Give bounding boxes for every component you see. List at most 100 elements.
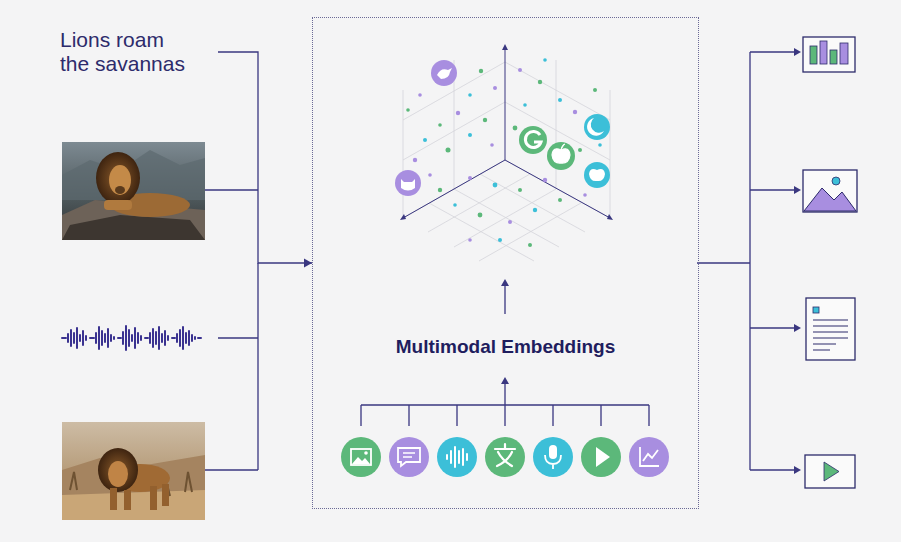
image-icon (804, 188, 856, 211)
inner-arrowheads (501, 279, 509, 384)
embedding-icons (519, 126, 547, 154)
embedding-dots (558, 98, 562, 102)
embedding-dots (456, 111, 460, 115)
input-wires (205, 190, 258, 470)
modality-icons (389, 437, 429, 477)
embedding-icons (547, 142, 575, 170)
embedding-icons (589, 169, 605, 181)
embedding-dots (423, 138, 427, 142)
embedding-dots (533, 208, 537, 212)
embedding-dots (446, 148, 451, 153)
embedding-dots (438, 188, 442, 192)
lion-photo (108, 461, 128, 487)
embedding-dots (468, 133, 472, 137)
modality-icons (437, 437, 477, 477)
lion-photo (62, 422, 205, 520)
embedding-dots (413, 158, 417, 162)
embedding-dots (418, 93, 422, 97)
embedding-dots (593, 88, 597, 92)
embedding-dots (453, 203, 457, 207)
embedding-axes (403, 48, 610, 218)
lion-photo (109, 165, 131, 195)
modality-icons (495, 444, 515, 466)
modality-icons (485, 437, 525, 477)
arrow-head (304, 259, 312, 268)
box-title: Multimodal Embeddings (313, 335, 698, 359)
embedding-icons (437, 68, 452, 79)
connector-line (218, 52, 312, 263)
modality-icons (341, 437, 669, 477)
embedding-dots (468, 238, 472, 242)
modality-icons (364, 451, 368, 455)
modality-icons (549, 445, 557, 459)
embedding-icons (525, 132, 541, 148)
modality-icons (341, 437, 381, 477)
lion-photo (62, 142, 205, 240)
embedding-dots (518, 68, 522, 72)
chart-icon (803, 37, 855, 72)
embedding-dots (428, 173, 432, 177)
embedding-dots (483, 118, 487, 122)
audio-waveform (62, 326, 201, 350)
chart-icon (830, 50, 837, 64)
embedding-icons (552, 144, 570, 163)
lion-photo (96, 152, 140, 204)
lion-photo (62, 215, 205, 240)
embedding-icons (584, 114, 610, 140)
embedding-icons (395, 60, 610, 196)
embedding-dots (543, 58, 547, 62)
modality-icons (533, 437, 573, 477)
embedding-dots (406, 108, 410, 112)
modality-icons (581, 437, 621, 477)
lion-photo (162, 484, 169, 506)
embedding-dots (493, 86, 497, 90)
inner-arrowheads (501, 279, 509, 384)
embedding-dots (490, 143, 494, 147)
embedding-dots (573, 110, 577, 114)
lion-photo (115, 186, 125, 194)
document-icon (806, 298, 855, 360)
modality-icons (629, 437, 669, 477)
modality-icons (403, 453, 415, 457)
embedding-icons (587, 118, 604, 136)
chart-icon (803, 37, 855, 72)
input-wires (205, 190, 258, 470)
output-arrowheads (794, 48, 801, 474)
embedding-axes (403, 48, 610, 218)
lion-photo (110, 488, 117, 510)
output-wires (697, 52, 796, 470)
lion-photo (104, 200, 132, 210)
lion-photo (150, 486, 157, 510)
embedding-dots (558, 198, 562, 202)
embedding-dots (493, 183, 498, 188)
modality-icons (640, 447, 659, 466)
modality-icons (352, 457, 370, 464)
embedding-dots (479, 69, 483, 73)
lion-photo (98, 448, 138, 492)
audio-waveform (62, 326, 201, 350)
modality-icons (596, 447, 610, 467)
embedding-dots (523, 103, 527, 107)
embedding-dots (513, 126, 518, 131)
modality-icons (351, 449, 371, 465)
image-icon (832, 177, 840, 185)
output-wires (697, 52, 796, 470)
video-icon (805, 455, 855, 488)
axis-arrowheads (400, 44, 613, 220)
embedding-dots (583, 193, 587, 197)
embedding-dots (468, 176, 472, 180)
embedding-dots (498, 238, 502, 242)
video-icon (824, 462, 839, 481)
embedding-icons (584, 162, 610, 188)
lion-photo (62, 422, 205, 520)
chart-icon (810, 46, 817, 64)
embedding-dots (528, 243, 532, 247)
input-caption: Lions roam the savannas (60, 28, 192, 76)
chart-icon (820, 41, 827, 64)
embedding-dots (518, 188, 522, 192)
embedding-grid (403, 60, 610, 218)
embedding-icons (401, 179, 415, 191)
modality-icons (447, 447, 467, 467)
lion-photo (62, 490, 205, 520)
